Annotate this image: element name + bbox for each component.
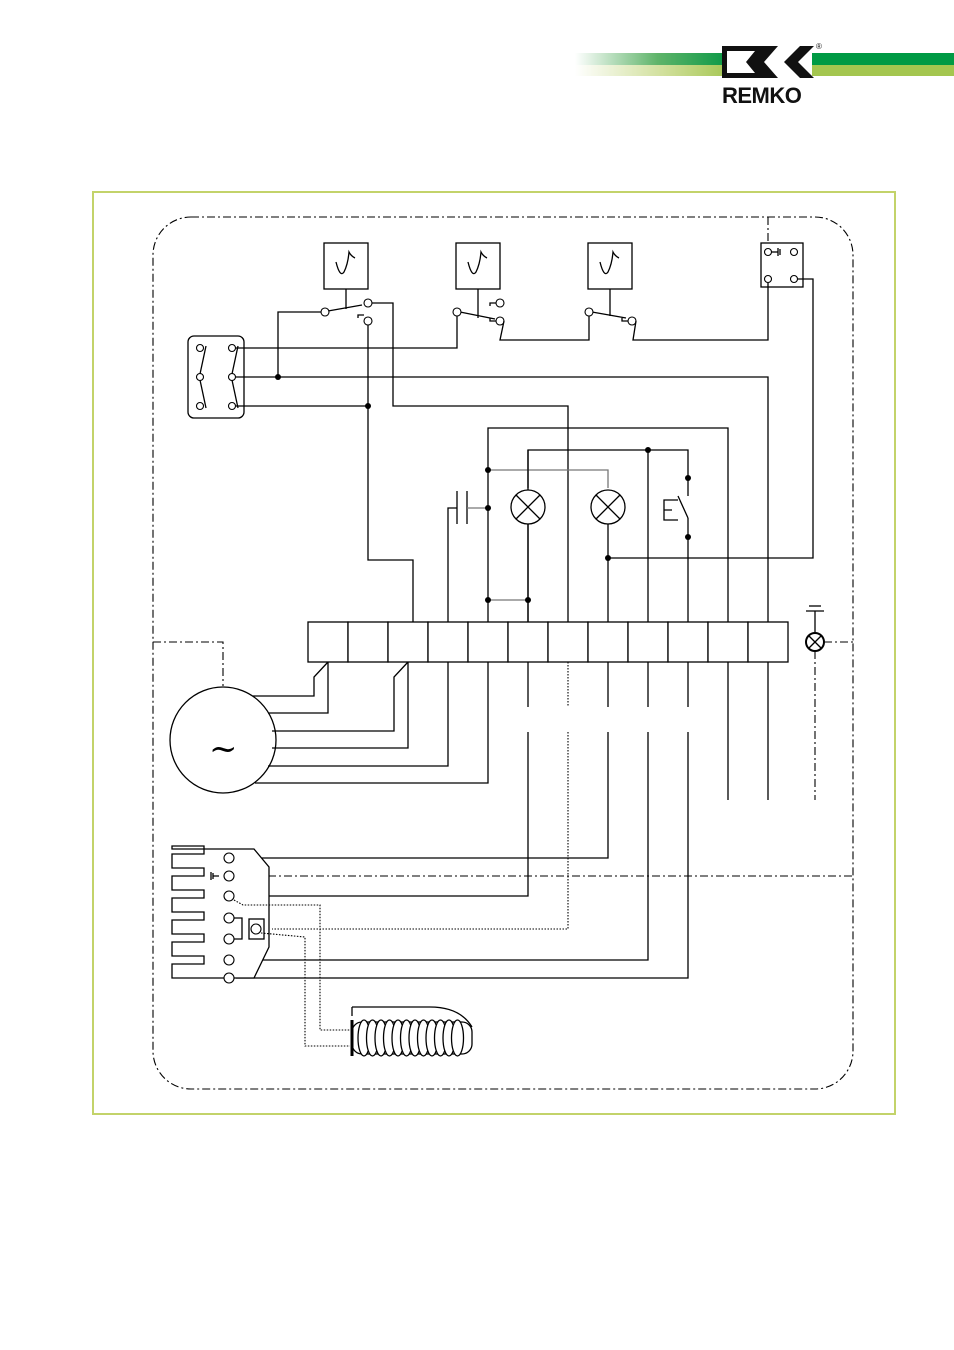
terminal-11 bbox=[707, 621, 749, 663]
terminal-3 bbox=[387, 621, 429, 663]
stripe-light-right bbox=[812, 65, 954, 76]
thermostat-3 bbox=[584, 242, 637, 326]
indicator-lamp-1 bbox=[510, 489, 546, 525]
coil-turn bbox=[450, 1019, 465, 1057]
terminal-5 bbox=[467, 621, 509, 663]
terminal-4 bbox=[427, 621, 469, 663]
terminal-9 bbox=[627, 621, 669, 663]
fan-motor: ~ bbox=[169, 661, 489, 794]
terminal-10 bbox=[667, 621, 709, 663]
heating-coil bbox=[350, 1006, 473, 1057]
stripe-dark-left bbox=[575, 53, 725, 65]
wires-bottom bbox=[236, 662, 853, 979]
terminal-2 bbox=[347, 621, 389, 663]
ground-lamp bbox=[805, 605, 853, 800]
ignition-transformer bbox=[171, 845, 350, 1047]
remko-logo-mark bbox=[722, 46, 814, 78]
stripe-dark-right bbox=[812, 53, 954, 65]
motor-ground-wire bbox=[153, 641, 224, 686]
terminal-strip bbox=[307, 621, 789, 663]
registered-mark: ® bbox=[816, 42, 822, 51]
brand-stripe bbox=[575, 46, 954, 78]
thermostat-2 bbox=[452, 242, 505, 326]
wires-top bbox=[236, 278, 814, 630]
indicator-lamp-2 bbox=[590, 489, 626, 525]
terminal-1 bbox=[307, 621, 349, 663]
terminal-8 bbox=[587, 621, 629, 663]
terminal-6 bbox=[507, 621, 549, 663]
stripe-light-left bbox=[575, 65, 725, 76]
thermostat-1 bbox=[320, 242, 373, 326]
main-switch bbox=[187, 335, 245, 419]
safety-block bbox=[760, 217, 804, 288]
terminal-7 bbox=[547, 621, 589, 663]
motor-symbol: ~ bbox=[209, 729, 238, 769]
page-header: REMKO ® bbox=[0, 0, 954, 130]
junction-nodes bbox=[275, 374, 691, 603]
brand-name: REMKO bbox=[722, 83, 802, 108]
enclosure-boundary bbox=[152, 216, 854, 1090]
terminal-12 bbox=[747, 621, 789, 663]
diagram-frame bbox=[92, 191, 896, 1115]
